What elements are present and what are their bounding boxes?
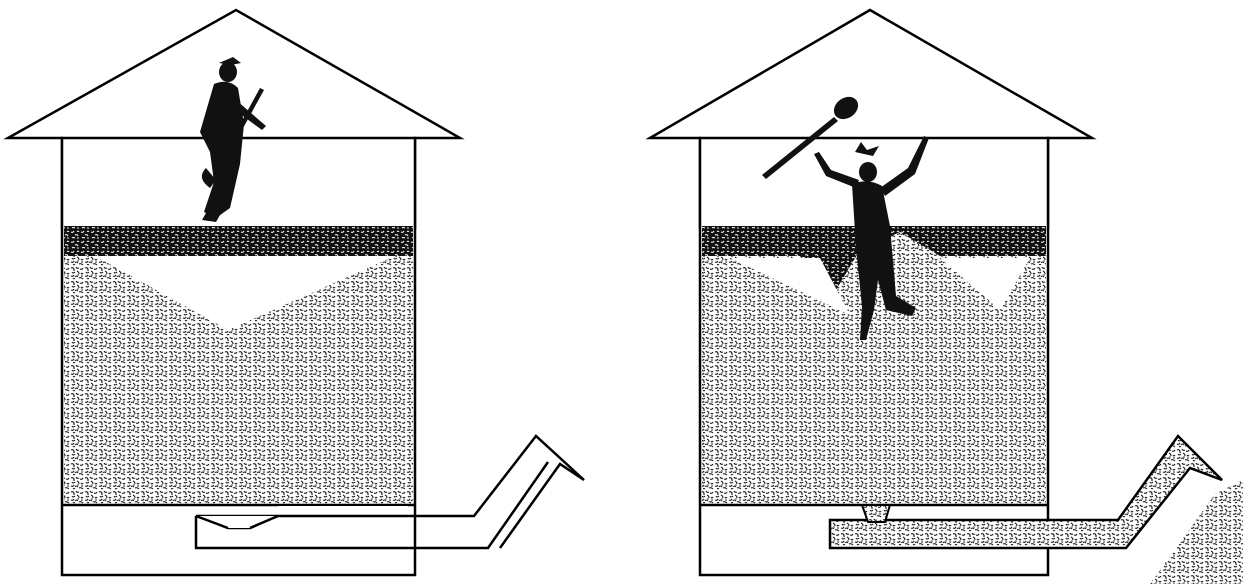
- right-bin-panel: [650, 10, 1243, 584]
- left-bin-panel: [8, 10, 584, 575]
- left-crust-layer: [64, 226, 413, 256]
